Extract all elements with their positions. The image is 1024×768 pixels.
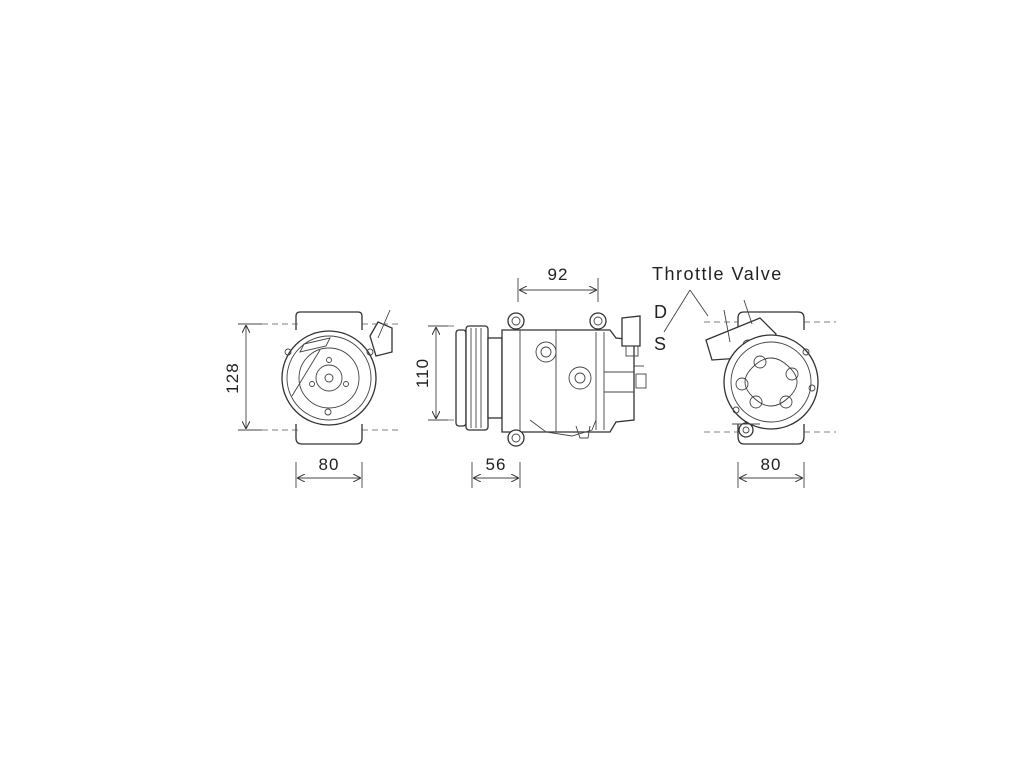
front-width-label: 80	[319, 455, 340, 474]
suction-label: S	[654, 334, 668, 354]
throttle-valve-label: Throttle Valve	[652, 264, 783, 284]
discharge-label: D	[654, 302, 669, 322]
side-height-dimension: 110	[413, 325, 448, 421]
side-height-label: 110	[413, 358, 432, 388]
rear-width-dimension: 80	[737, 455, 805, 488]
side-length-dimension: 92	[517, 265, 599, 302]
side-clutch-dimension: 56	[471, 455, 521, 488]
side-length-label: 92	[548, 265, 569, 284]
throttle-valve-callout: Throttle Valve D S	[652, 264, 783, 354]
side-view	[428, 312, 647, 447]
front-view	[262, 309, 398, 445]
front-height-label: 128	[223, 362, 242, 393]
front-width-dimension: 80	[295, 455, 363, 488]
rear-width-label: 80	[761, 455, 782, 474]
front-height-dimension: 128	[223, 323, 262, 431]
rear-view	[704, 299, 836, 445]
side-clutch-label: 56	[486, 455, 507, 474]
